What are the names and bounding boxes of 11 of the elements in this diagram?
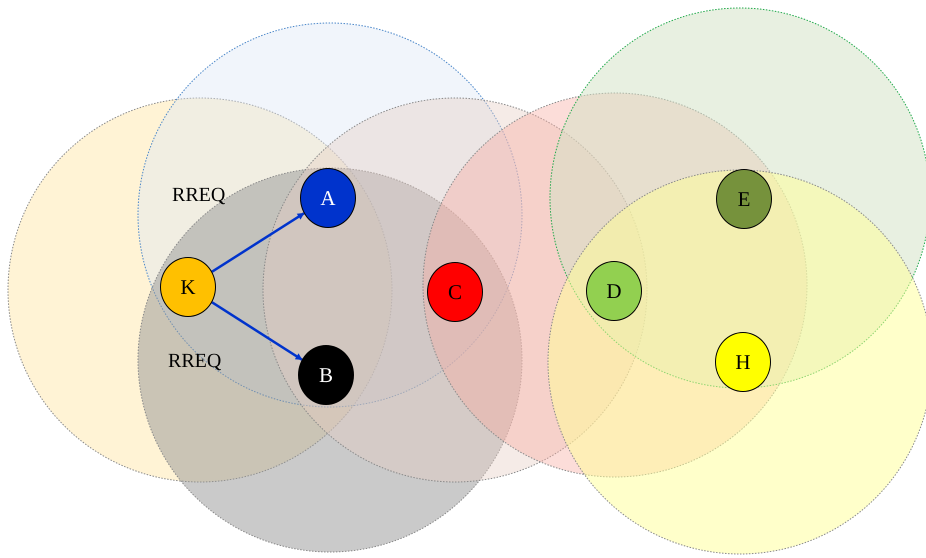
network-node: K [160, 257, 216, 317]
edge-label: RREQ [168, 350, 222, 373]
network-node: H [715, 332, 771, 392]
network-node: E [716, 169, 772, 229]
arrow [211, 301, 303, 361]
network-node: B [298, 345, 354, 405]
network-node: A [300, 168, 356, 228]
network-node: D [586, 261, 642, 321]
edge-label: RREQ [172, 184, 226, 207]
network-node: C [427, 262, 483, 322]
arrow [211, 212, 305, 273]
